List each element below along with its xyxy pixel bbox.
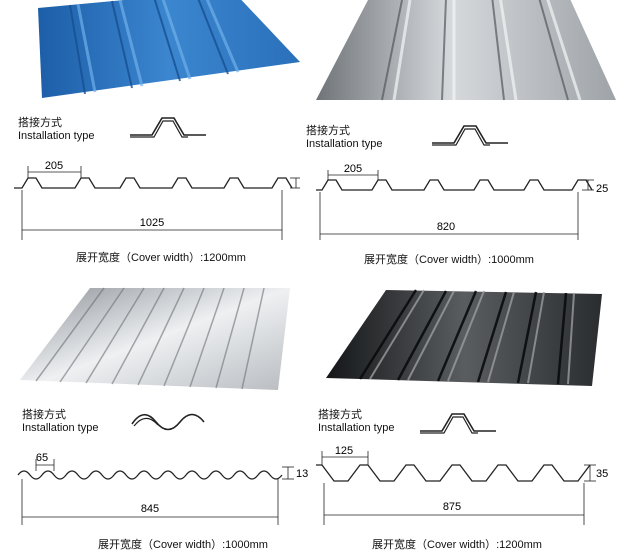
width-label: 875 — [443, 501, 461, 513]
panel-silver-trapezoid: 搭接方式 Installation type 205 820 25 展开宽度（C… — [306, 0, 632, 278]
trapezoid-lap-icon — [420, 413, 496, 434]
black-sheet-photo — [326, 289, 602, 386]
silver-sheet-photo — [316, 0, 616, 101]
profile-drawing-3: 65 845 13 — [17, 453, 308, 525]
width-label: 820 — [437, 221, 455, 233]
trapezoid-lap-icon — [432, 125, 508, 146]
cover-width-label: 展开宽度（Cover width）:1200mm — [372, 539, 542, 551]
installation-type-label: 搭接方式 Installation type — [306, 125, 383, 150]
panel-galvanized-corrugated: 搭接方式 Installation type 65 845 13 展开宽度（Co… — [0, 278, 316, 555]
installation-type-label: 搭接方式 Installation type — [18, 117, 95, 142]
panel-blue-trapezoid: 搭接方式 Installation type 205 1025 展开宽度（Cov… — [0, 0, 316, 278]
cover-width-label: 展开宽度（Cover width）:1000mm — [98, 539, 268, 551]
installation-type-label: 搭接方式 Installation type — [318, 409, 395, 434]
height-label: 25 — [596, 183, 608, 195]
profile-drawing-1: 205 1025 — [14, 160, 300, 240]
width-label: 1025 — [140, 217, 164, 229]
width-label: 845 — [141, 503, 159, 515]
cover-width-label: 展开宽度（Cover width）:1200mm — [76, 252, 246, 264]
profile-drawing-4: 125 875 35 — [316, 445, 608, 525]
cover-width-label: 展开宽度（Cover width）:1000mm — [364, 254, 534, 266]
blue-sheet-photo — [38, 0, 300, 98]
height-label: 13 — [296, 468, 308, 480]
profile-drawing-2: 205 820 25 — [316, 163, 608, 240]
corrugated-lap-icon — [131, 413, 205, 431]
installation-type-label: 搭接方式 Installation type — [22, 409, 99, 434]
height-label: 35 — [596, 468, 608, 480]
trapezoid-lap-icon — [130, 117, 206, 138]
pitch-label: 65 — [36, 453, 48, 464]
galvanized-sheet-photo — [20, 287, 290, 390]
pitch-label: 125 — [335, 445, 353, 457]
pitch-label: 205 — [344, 163, 362, 175]
panel-black-trapezoid: 搭接方式 Installation type 125 875 35 展开宽度（C… — [316, 278, 632, 555]
pitch-label: 205 — [45, 160, 63, 172]
